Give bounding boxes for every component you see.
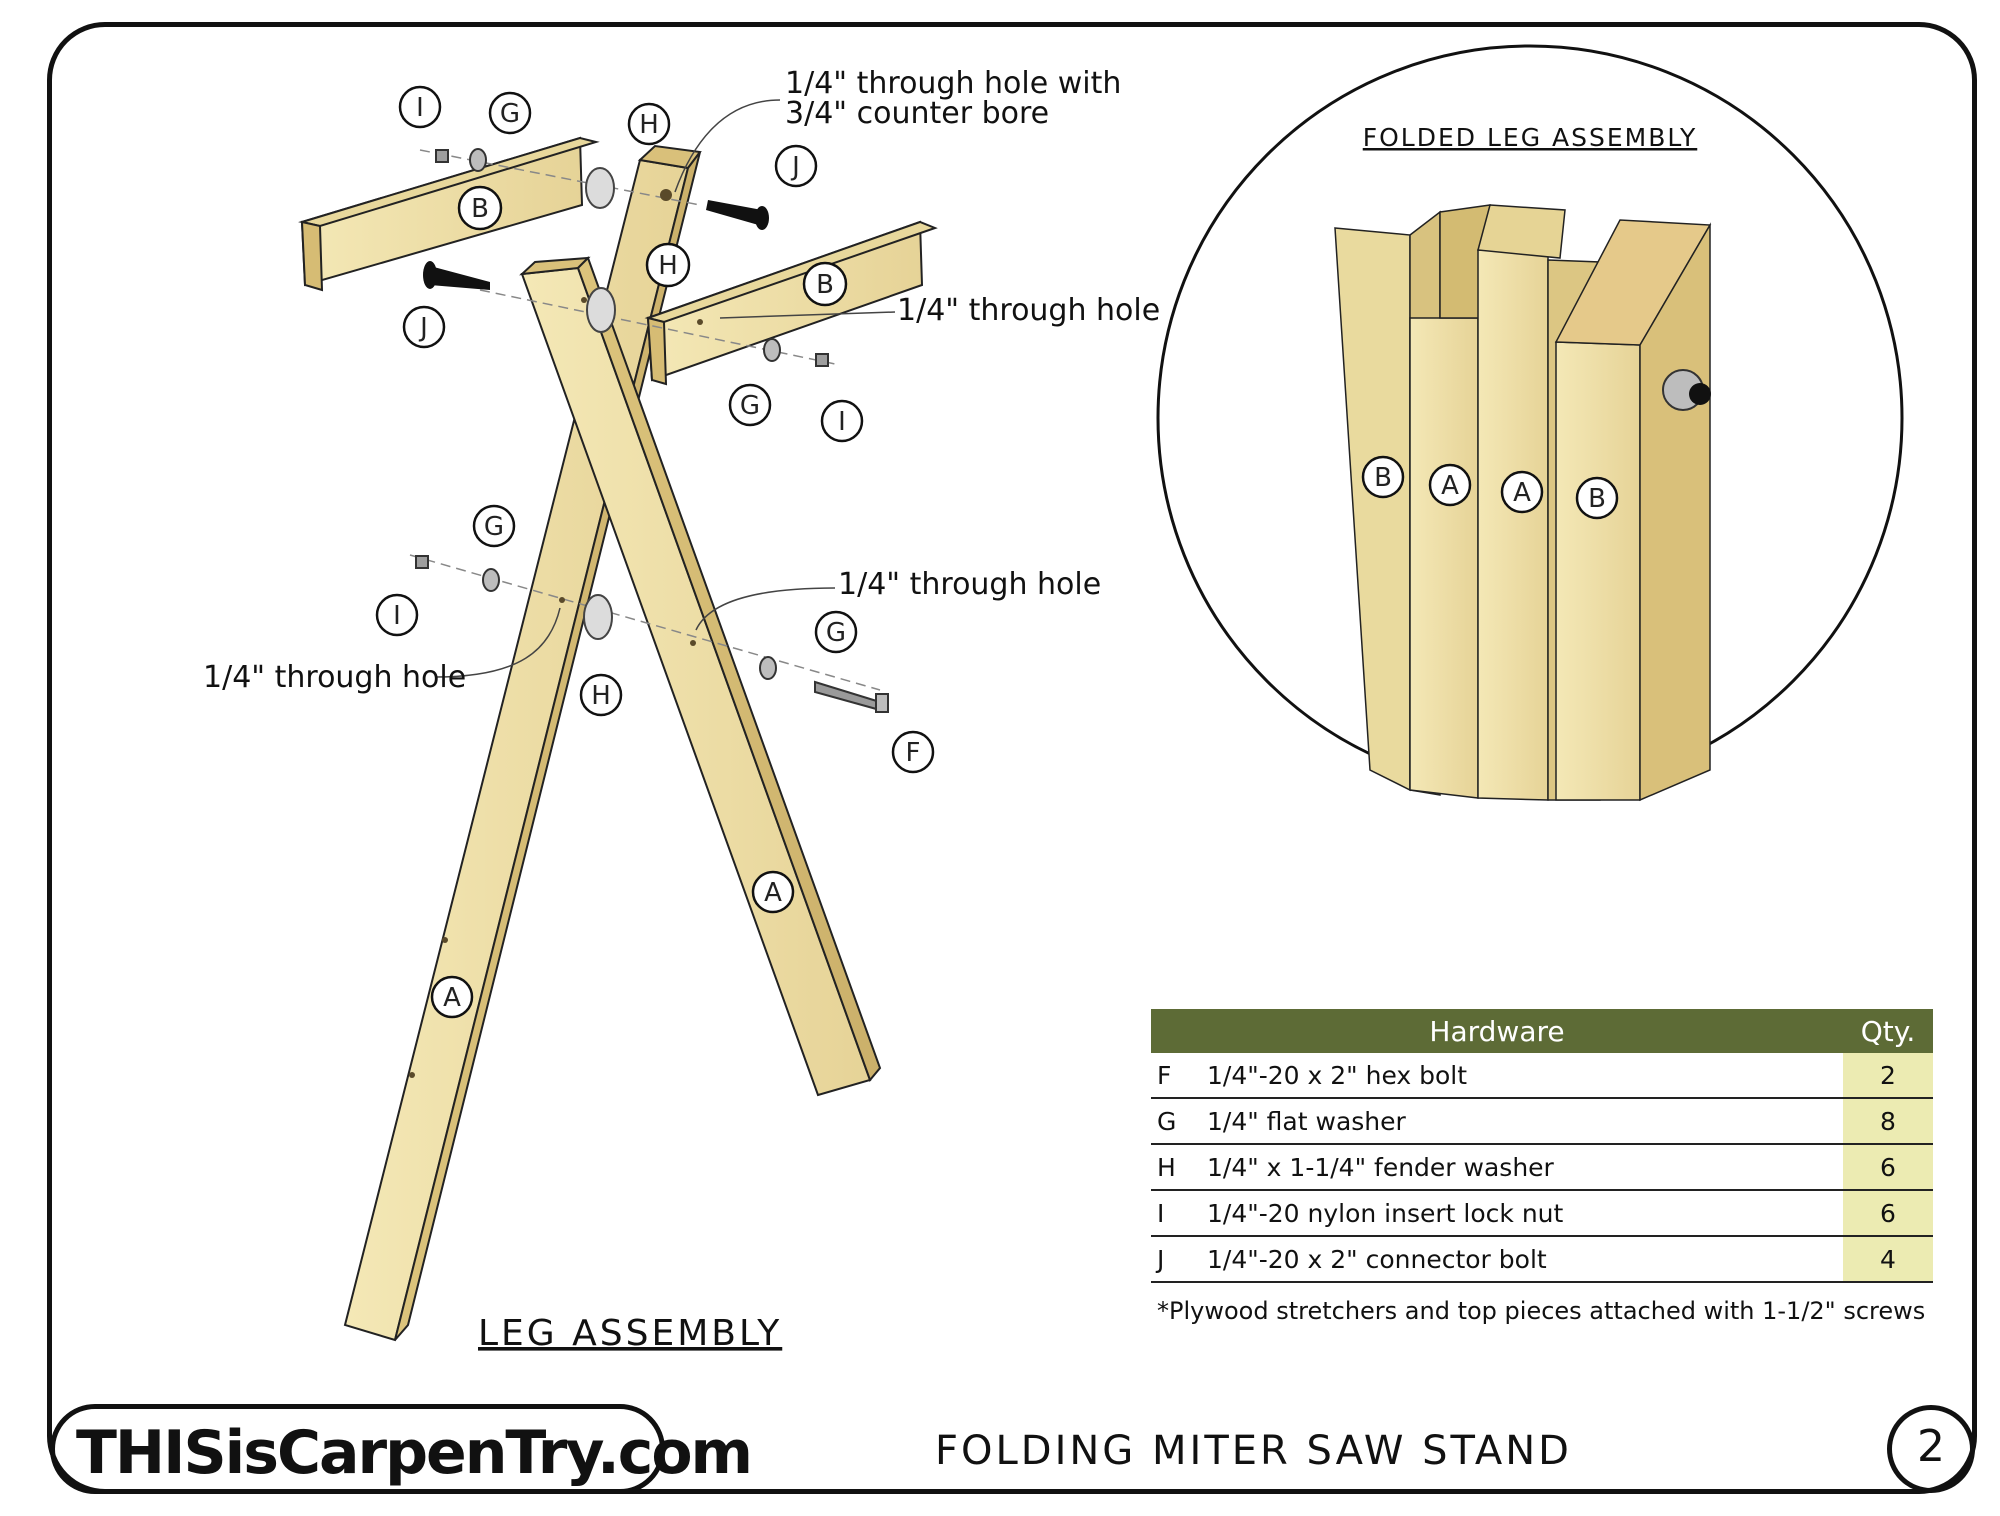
hardware-note: *Plywood stretchers and top pieces attac… xyxy=(1157,1297,1926,1325)
page-number-circle xyxy=(1887,1405,1975,1493)
hardware-desc: 1/4"-20 x 2" hex bolt xyxy=(1207,1053,1843,1099)
hardware-key: G xyxy=(1151,1098,1207,1145)
part-label: J xyxy=(418,313,428,343)
site-logo: THISisCarpenTry.com xyxy=(76,1418,753,1488)
hardware-key: H xyxy=(1151,1144,1207,1191)
part-label: F xyxy=(906,738,921,768)
part-label: I xyxy=(416,93,424,123)
part-label: H xyxy=(639,110,659,140)
hardware-qty: 8 xyxy=(1843,1098,1933,1145)
folded-leg-assembly: FOLDED LEG ASSEMBLY B A A B xyxy=(1156,44,1904,802)
hardware-key: J xyxy=(1151,1236,1207,1283)
part-label: H xyxy=(591,681,611,711)
table-row: F 1/4"-20 x 2" hex bolt 2 xyxy=(1151,1053,1933,1099)
folded-leg-title: FOLDED LEG ASSEMBLY xyxy=(1363,123,1698,152)
part-label: B xyxy=(816,270,834,300)
callout-through-hole-mid-left: 1/4" through hole xyxy=(203,660,466,695)
hardware-qty: 6 xyxy=(1843,1190,1933,1237)
folded-part-label: A xyxy=(1441,471,1459,501)
part-label: A xyxy=(443,983,461,1013)
part-label: G xyxy=(740,391,760,421)
sheet-title: FOLDING MITER SAW STAND xyxy=(935,1428,1572,1474)
hardware-desc: 1/4"-20 x 2" connector bolt xyxy=(1207,1236,1843,1283)
rail-b-left xyxy=(298,136,600,292)
leg-assembly: I G H J B H B J G I G I H G F A A 1/4" t… xyxy=(203,66,1160,1354)
page-frame xyxy=(47,22,1977,1494)
page-number: 2 xyxy=(1917,1421,1945,1472)
part-label: B xyxy=(471,194,489,224)
part-label: G xyxy=(500,99,520,129)
connector-bolt-j xyxy=(423,200,769,290)
part-label: I xyxy=(393,601,401,631)
footer-logo-box xyxy=(50,1404,665,1494)
leg-assembly-title: LEG ASSEMBLY xyxy=(478,1313,782,1354)
rail-b-right xyxy=(644,220,938,386)
leg-a-front xyxy=(519,256,882,1097)
hardware-qty: 6 xyxy=(1843,1144,1933,1191)
fender-washer-h xyxy=(583,167,616,640)
part-label: G xyxy=(826,618,846,648)
part-label: I xyxy=(838,407,846,437)
table-row: H 1/4" x 1-1/4" fender washer 6 xyxy=(1151,1144,1933,1191)
part-label: A xyxy=(764,878,782,908)
part-label: G xyxy=(484,512,504,542)
hardware-key: F xyxy=(1151,1053,1207,1099)
hardware-qty: 4 xyxy=(1843,1236,1933,1283)
callout-counter-bore-2: 3/4" counter bore xyxy=(785,96,1049,131)
folded-part-label: B xyxy=(1588,484,1606,514)
table-row: I 1/4"-20 nylon insert lock nut 6 xyxy=(1151,1190,1933,1237)
folded-part-label: B xyxy=(1374,463,1392,493)
qty-header: Qty. xyxy=(1843,1009,1933,1053)
leg-a-back xyxy=(343,144,702,1342)
callout-counter-bore-1: 1/4" through hole with xyxy=(785,66,1121,101)
hardware-qty: 2 xyxy=(1843,1053,1933,1099)
hardware-key: I xyxy=(1151,1190,1207,1237)
hex-bolt-f xyxy=(814,680,889,713)
callout-through-hole-mid-right: 1/4" through hole xyxy=(838,567,1101,602)
hardware-desc: 1/4" flat washer xyxy=(1207,1098,1843,1145)
part-label: J xyxy=(790,152,800,182)
part-label: H xyxy=(658,251,678,281)
folded-part-label: A xyxy=(1513,478,1531,508)
hardware-table: Hardware Qty. F 1/4"-20 x 2" hex bolt 2 … xyxy=(1151,1009,1933,1283)
hardware-header: Hardware xyxy=(1151,1009,1843,1053)
table-row: G 1/4" flat washer 8 xyxy=(1151,1098,1933,1145)
hardware-desc: 1/4"-20 nylon insert lock nut xyxy=(1207,1190,1843,1237)
callout-through-hole-top: 1/4" through hole xyxy=(897,293,1160,328)
hardware-desc: 1/4" x 1-1/4" fender washer xyxy=(1207,1144,1843,1191)
table-row: J 1/4"-20 x 2" connector bolt 4 xyxy=(1151,1236,1933,1283)
